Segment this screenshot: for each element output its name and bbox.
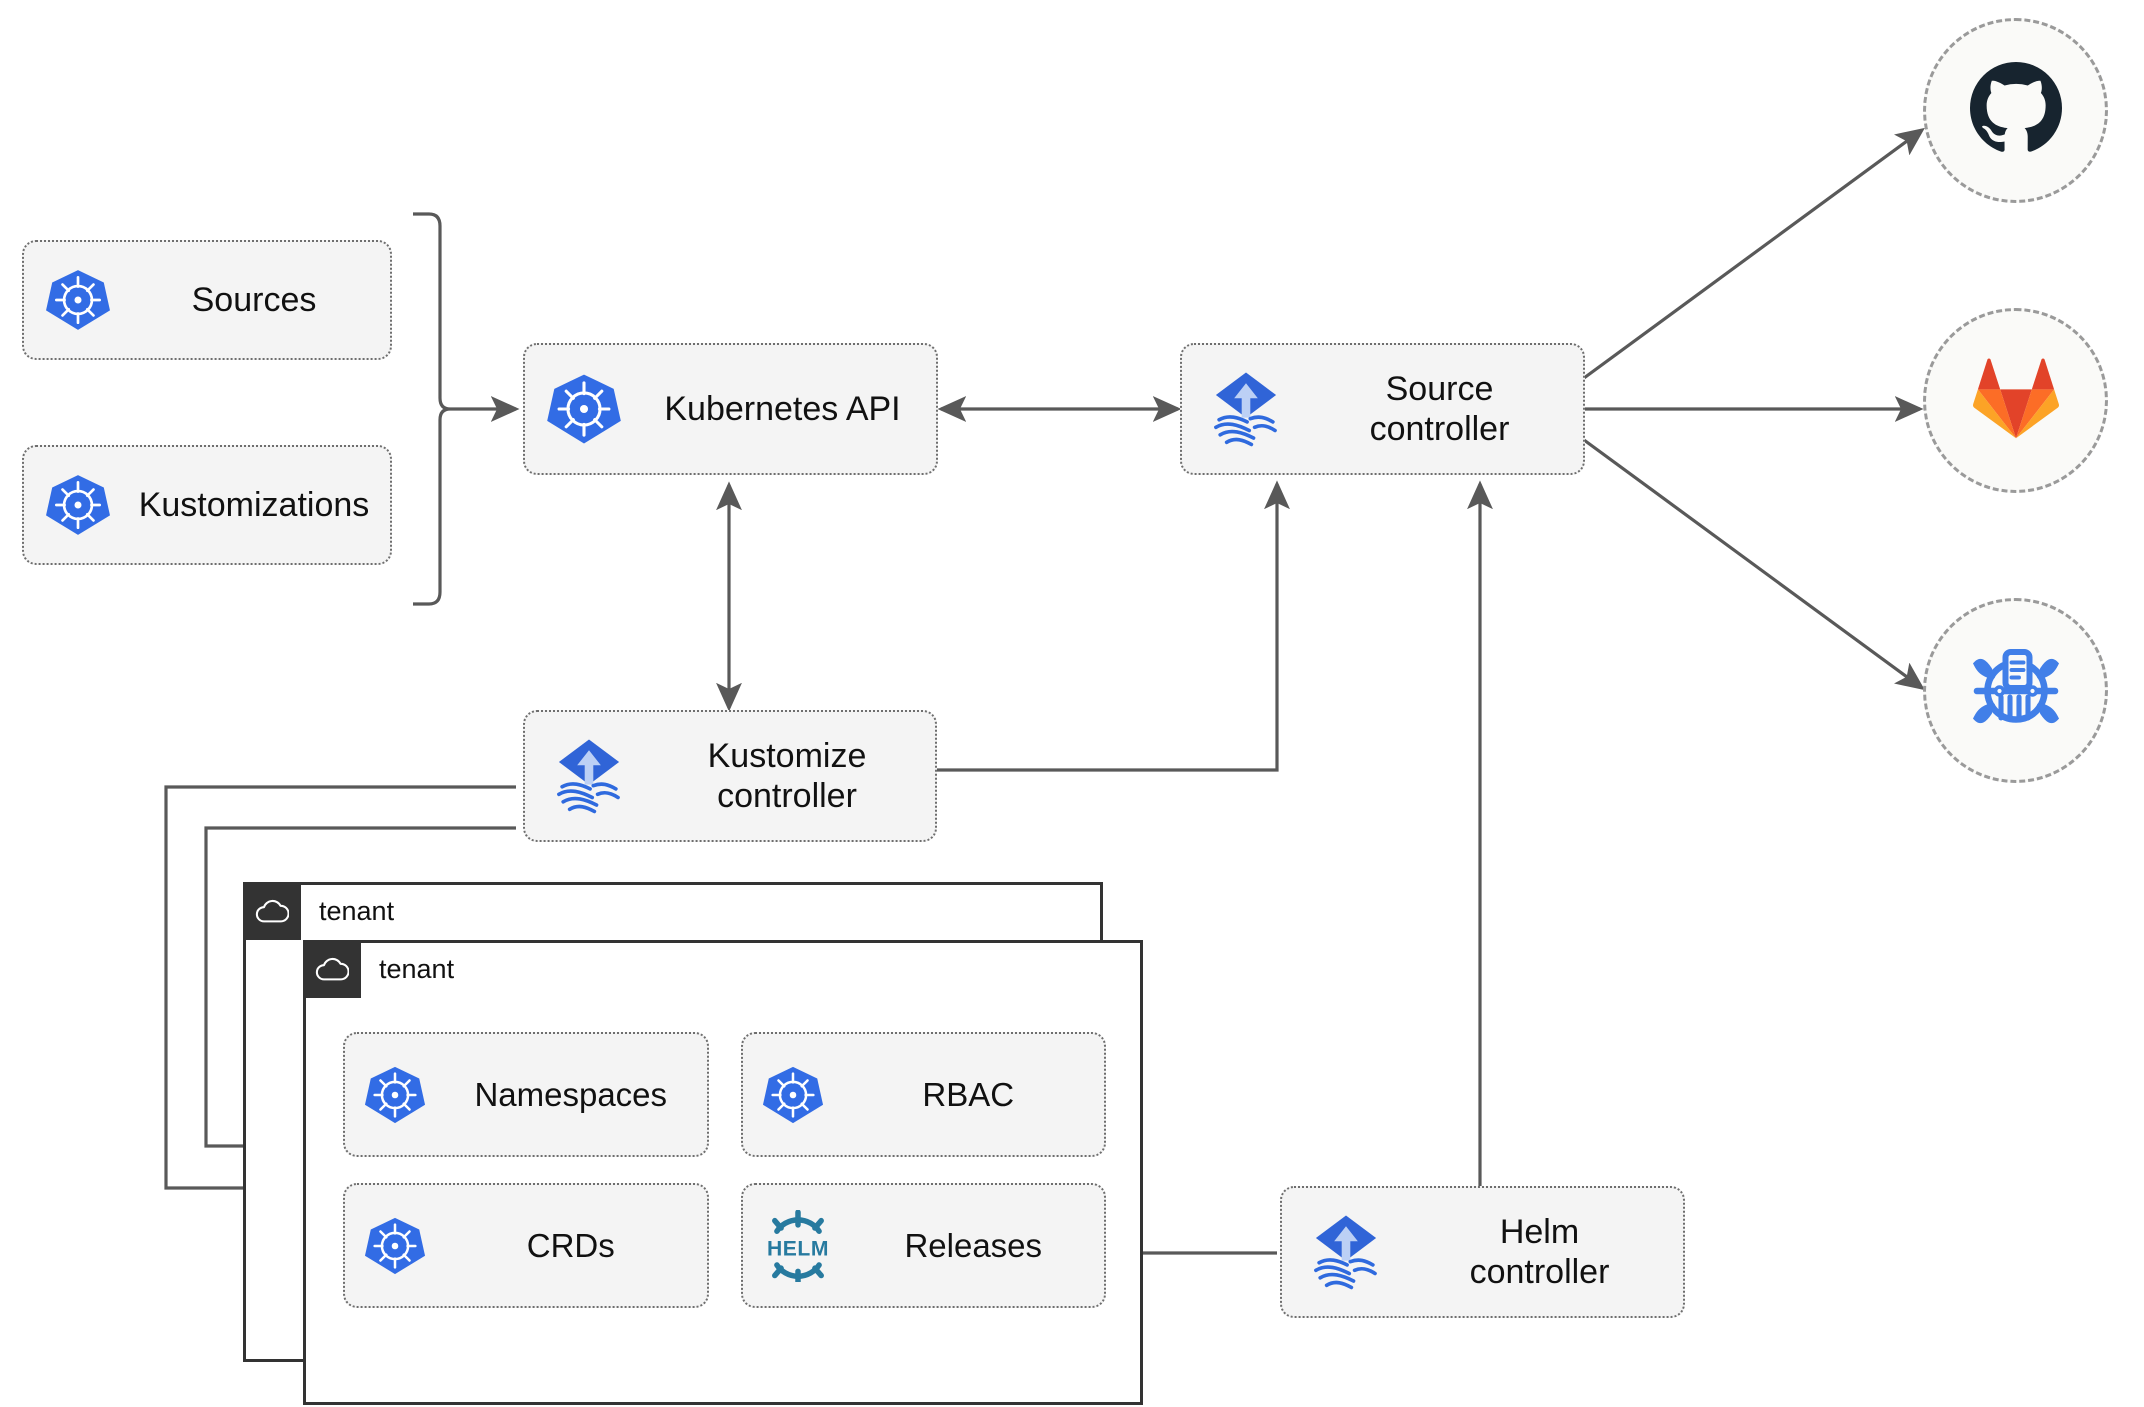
node-sources-label: Sources [191, 280, 317, 319]
edge-group-bracket [413, 212, 451, 606]
tenant-container-front[interactable]: tenant [303, 940, 1143, 1405]
node-kubernetes-api[interactable]: Kubernetes API [523, 343, 938, 475]
kubernetes-icon [24, 267, 132, 333]
gitlab-icon [1970, 352, 2062, 449]
kubernetes-icon [345, 1215, 445, 1277]
kubernetes-icon [345, 1064, 445, 1126]
node-helm-repository[interactable] [1923, 598, 2108, 783]
cloud-icon [243, 882, 301, 940]
node-kustomizations[interactable]: Kustomizations [22, 445, 392, 565]
edge-source-to-github [1583, 127, 1925, 380]
node-releases-label: Releases [904, 1226, 1043, 1264]
node-helm-controller-label: Helm controller [1469, 1212, 1610, 1291]
node-gitlab[interactable] [1923, 308, 2108, 493]
kubernetes-icon [525, 371, 643, 447]
tenant-header-front: tenant [303, 940, 454, 998]
node-crds-label: CRDs [526, 1226, 615, 1264]
github-icon [1968, 60, 2064, 161]
svg-text:HELM: HELM [767, 1237, 829, 1260]
cloud-icon [303, 940, 361, 998]
node-sources[interactable]: Sources [22, 240, 392, 360]
flux-icon [525, 733, 653, 819]
node-helm-controller[interactable]: Helm controller [1280, 1186, 1685, 1318]
kubernetes-icon [24, 472, 132, 538]
kubernetes-icon [743, 1064, 843, 1126]
node-crds[interactable]: CRDs [343, 1183, 709, 1308]
edge-kustomize-to-source [937, 480, 1290, 772]
artifact-hub-icon [1968, 640, 2064, 741]
node-rbac-label: RBAC [922, 1075, 1015, 1113]
node-namespaces-label: Namespaces [474, 1075, 668, 1113]
node-kustomize-controller-label: Kustomize controller [707, 736, 867, 815]
edge-source-to-helmrepo [1583, 438, 1925, 691]
node-github[interactable] [1923, 18, 2108, 203]
node-kustomize-controller[interactable]: Kustomize controller [523, 710, 937, 842]
node-kubernetes-api-label: Kubernetes API [664, 389, 901, 428]
node-releases[interactable]: HELM Releases [740, 1183, 1106, 1308]
helm-icon: HELM [743, 1209, 853, 1282]
tenant-label-back: tenant [319, 895, 395, 926]
node-rbac[interactable]: RBAC [740, 1032, 1106, 1157]
node-namespaces[interactable]: Namespaces [343, 1032, 709, 1157]
tenant-label-front: tenant [379, 953, 455, 984]
node-kustomizations-label: Kustomizations [138, 485, 370, 524]
tenant-resource-grid: Namespaces [343, 1032, 1106, 1308]
node-source-controller-label: Source controller [1369, 369, 1510, 448]
tenant-header-back: tenant [243, 882, 394, 940]
flux-icon [1182, 366, 1310, 452]
node-source-controller[interactable]: Source controller [1180, 343, 1585, 475]
flux-icon [1282, 1209, 1410, 1295]
